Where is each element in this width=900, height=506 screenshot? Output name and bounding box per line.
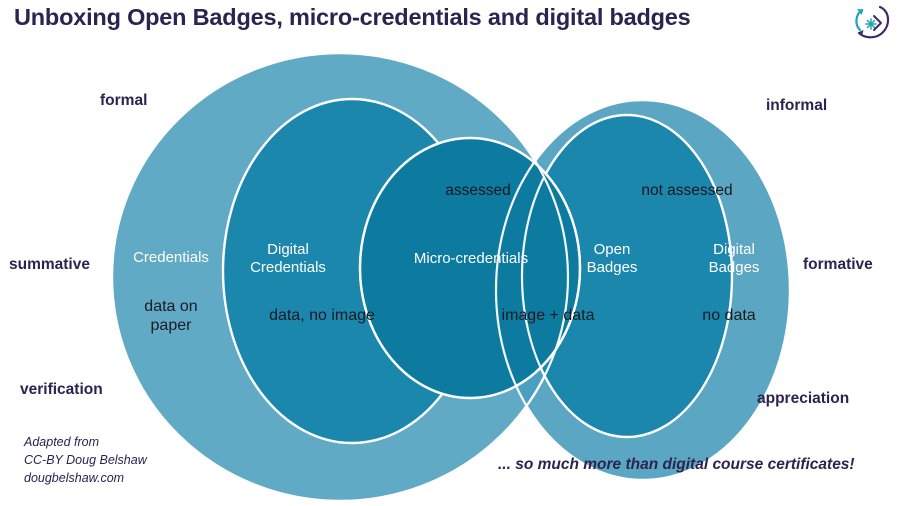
page-title: Unboxing Open Badges, micro-credentials … [14, 4, 691, 30]
set-label-digital-badges-line2: Badges [708, 258, 760, 276]
desc-credentials-line1: data on [144, 298, 198, 315]
credit-line-1: Adapted from [24, 435, 100, 449]
axis-label-summative: summative [9, 256, 90, 273]
axis-label-formal: formal [100, 92, 148, 109]
set-label-open-badges: Open Badges [570, 241, 654, 276]
set-label-digital-badges: Digital Badges [692, 241, 776, 276]
set-label-digital-credentials-line2: Credentials [250, 258, 326, 276]
set-label-digital-credentials-line1: Digital [267, 241, 309, 258]
axis-label-formative: formative [803, 256, 873, 273]
label-not-assessed: not assessed [641, 182, 733, 199]
desc-credentials: data on paper [122, 298, 220, 336]
axis-label-appreciation: appreciation [757, 390, 850, 407]
desc-digital-badges: no data [702, 307, 756, 324]
label-assessed: assessed [445, 182, 511, 199]
axis-label-informal: informal [766, 97, 828, 114]
desc-digital-credentials: data, no image [269, 307, 375, 324]
set-label-open-badges-line2: Badges [586, 258, 638, 276]
set-label-micro-credentials: Micro-credentials [413, 250, 529, 267]
desc-credentials-line2: paper [150, 316, 192, 334]
credit-line-3: dougbelshaw.com [24, 470, 125, 485]
axis-label-verification: verification [20, 381, 103, 398]
set-label-open-badges-line1: Open [593, 241, 631, 258]
set-label-digital-credentials: Digital Credentials [240, 241, 336, 276]
set-label-digital-badges-line1: Digital [713, 241, 755, 258]
circular-arrow-swirl-logo [855, 5, 890, 39]
set-label-credentials: Credentials [133, 249, 209, 266]
attribution-credit: Adapted from CC-BY Doug Belshaw dougbels… [24, 434, 147, 487]
ellipse-micro-credentials [358, 136, 582, 400]
desc-open-badges: image + data [501, 307, 595, 324]
tagline-text: ... so much more than digital course cer… [498, 456, 855, 473]
credit-line-2: CC-BY Doug Belshaw [24, 452, 147, 467]
